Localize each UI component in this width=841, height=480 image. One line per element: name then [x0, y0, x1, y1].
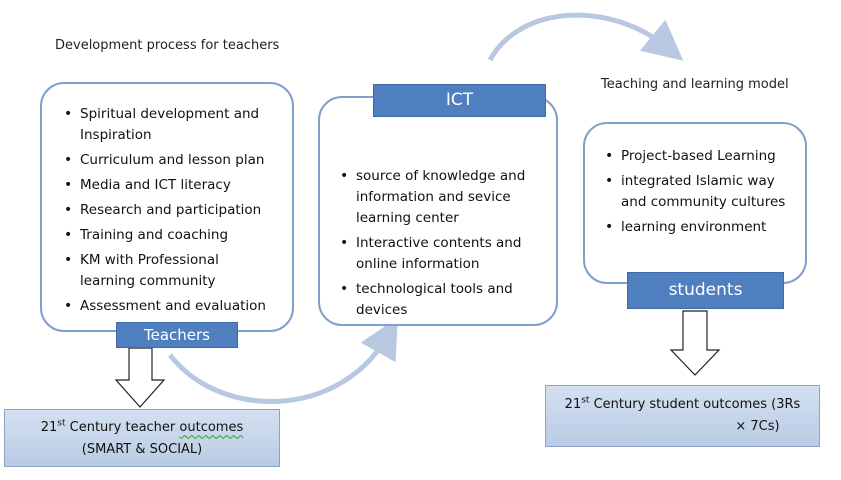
list-item: technological tools and devices — [338, 279, 543, 321]
students-label: students — [627, 272, 784, 309]
ict-label: ICT — [373, 84, 546, 117]
student-outcome-box: 21st Century student outcomes (3Rs × 7Cs… — [545, 385, 820, 447]
students-list: Project-based Learning integrated Islami… — [603, 146, 798, 242]
teachers-label: Teachers — [116, 322, 238, 348]
down-arrow-teachers — [114, 347, 166, 408]
list-item: KM with Professional learning community — [62, 250, 272, 292]
student-outcome-line2: × 7Cs) — [735, 419, 780, 434]
teachers-list: Spiritual development and Inspiration Cu… — [62, 104, 272, 321]
list-item: Assessment and evaluation — [62, 296, 272, 317]
teacher-outcome-line2: (SMART & SOCIAL) — [81, 442, 203, 457]
list-item: Project-based Learning — [603, 146, 798, 167]
list-item: Interactive contents and online informat… — [338, 233, 543, 275]
list-item: Research and participation — [62, 200, 272, 221]
ict-panel: source of knowledge and information and … — [318, 96, 558, 326]
teacher-outcome-box: 21st Century teacher outcomes (SMART & S… — [4, 409, 280, 467]
student-outcome-line1: 21st Century student outcomes (3Rs — [564, 395, 801, 412]
list-item: source of knowledge and information and … — [338, 166, 543, 229]
teacher-outcome-line1: 21st Century teacher outcomes — [40, 418, 244, 435]
list-item: Spiritual development and Inspiration — [62, 104, 272, 146]
down-arrow-students — [669, 310, 721, 376]
ict-list: source of knowledge and information and … — [338, 166, 543, 325]
list-item: Media and ICT literacy — [62, 175, 272, 196]
teaching-model-heading: Teaching and learning model — [601, 77, 789, 92]
list-item: Curriculum and lesson plan — [62, 150, 272, 171]
arc-ict-to-students — [487, 12, 684, 62]
list-item: learning environment — [603, 217, 798, 238]
students-panel: Project-based Learning integrated Islami… — [583, 122, 807, 284]
teachers-panel: Spiritual development and Inspiration Cu… — [40, 82, 294, 332]
arc-teachers-to-ict — [168, 317, 398, 404]
list-item: integrated Islamic way and community cul… — [603, 171, 798, 213]
list-item: Training and coaching — [62, 225, 272, 246]
development-heading: Development process for teachers — [55, 38, 280, 53]
